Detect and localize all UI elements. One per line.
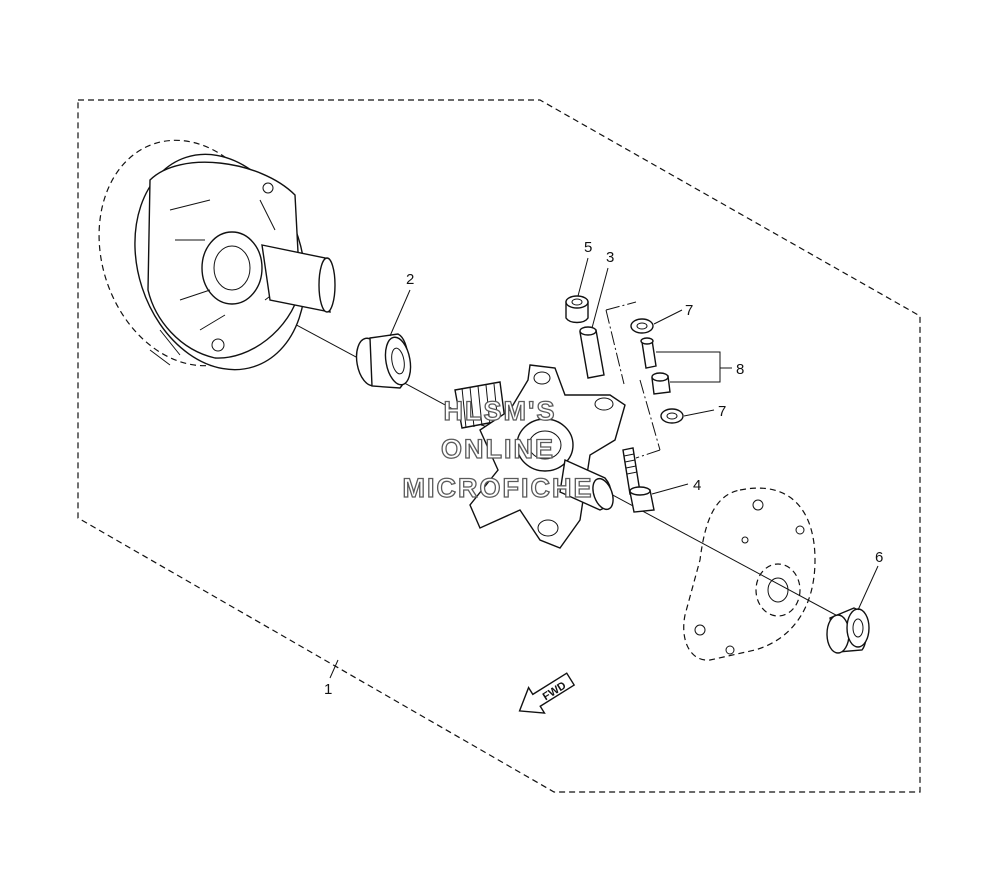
callout-8: 8 <box>736 361 744 378</box>
leader-3 <box>591 267 609 329</box>
fwd-direction-arrow: FWD <box>518 672 576 714</box>
callout-2: 2 <box>406 271 414 288</box>
inner-cover-plate <box>683 487 816 661</box>
part-4-bolt <box>622 447 655 513</box>
clutch-cover-housing <box>98 139 336 371</box>
spider-hub-assembly <box>454 364 626 549</box>
part-6-bearing <box>826 607 870 654</box>
leader-5 <box>577 257 589 297</box>
callout-6: 6 <box>875 549 883 566</box>
watermark-line-3: MICROFICHE <box>403 473 594 503</box>
part-5-nut <box>565 295 589 324</box>
part-2-bearing <box>355 333 412 389</box>
callout-1: 1 <box>324 681 332 698</box>
callout-5: 5 <box>584 239 592 256</box>
leader-7b <box>683 409 715 417</box>
callout-7-upper: 7 <box>685 302 693 319</box>
leader-2 <box>389 289 411 337</box>
callout-7-lower: 7 <box>718 403 726 420</box>
callout-3: 3 <box>606 249 614 266</box>
leader-8 <box>656 351 732 383</box>
parts-7-8-group <box>605 301 684 459</box>
callout-4: 4 <box>693 477 701 494</box>
leader-1 <box>329 659 339 679</box>
assembly-boundary <box>77 99 921 793</box>
watermark-line-1: HLSM'S <box>444 396 557 426</box>
part-3-collar <box>579 326 605 379</box>
leader-4 <box>651 483 689 495</box>
leader-7a <box>653 309 683 325</box>
watermark-line-2: ONLINE <box>441 434 555 464</box>
leader-6 <box>857 565 879 611</box>
